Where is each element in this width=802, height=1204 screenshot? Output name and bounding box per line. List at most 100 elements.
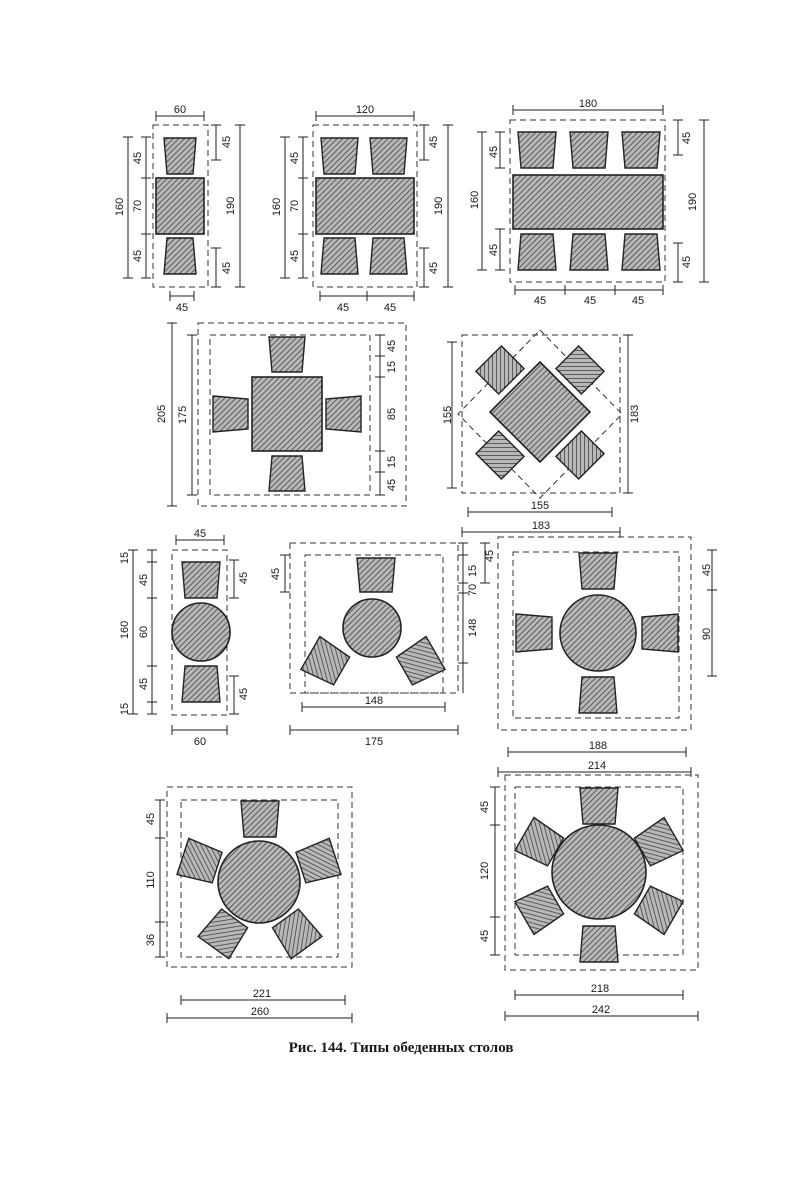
dim-label: 190 [687, 193, 699, 211]
layout-rect-4: 120 45 70 45 160 45 45 45 190 45 [271, 104, 453, 314]
table [252, 377, 322, 451]
layout-square-4: 205 175 45 15 85 15 45 [156, 323, 406, 506]
dim-label: 120 [356, 104, 374, 116]
dim-label: 45 [384, 302, 396, 314]
dim-label: 90 [701, 628, 713, 640]
dim-label: 242 [592, 1004, 610, 1016]
dim-label: 183 [629, 405, 641, 423]
dim-label: 45 [337, 302, 349, 314]
dim-label: 45 [145, 813, 157, 825]
layout-rect-6: 180 45 45 160 190 45 45 45 45 45 [469, 98, 709, 307]
dim-label: 175 [177, 406, 189, 424]
dim-label: 15 [386, 456, 398, 468]
dim-label: 45 [138, 678, 150, 690]
chair [570, 132, 608, 168]
dim-label: 45 [221, 262, 233, 274]
chair [301, 637, 351, 688]
chair [642, 614, 678, 652]
chair [295, 838, 341, 885]
dim-label: 45 [289, 152, 301, 164]
dim-label: 45 [132, 152, 144, 164]
figure-caption: Рис. 144. Типы обеденных столов [0, 1040, 802, 1057]
chair [370, 238, 407, 274]
dim-label: 15 [119, 552, 131, 564]
layout-round-5: 45 110 36 221 260 [145, 787, 352, 1023]
layout-round-4: 45 90 188 214 [498, 537, 717, 777]
dim-label: 45 [238, 688, 250, 700]
dim-label: 45 [428, 262, 440, 274]
dim-label: 190 [433, 197, 445, 215]
dim-label: 45 [479, 930, 491, 942]
dim-label: 45 [488, 146, 500, 158]
dim-label: 221 [253, 988, 271, 1000]
layout-round-6: 45 120 45 218 242 [479, 775, 698, 1021]
dim-label: 45 [386, 479, 398, 491]
table [552, 825, 646, 919]
chair [518, 132, 556, 168]
dim-label: 45 [428, 136, 440, 148]
chair [395, 637, 445, 688]
dim-label: 45 [484, 550, 496, 562]
dim-label: 160 [469, 191, 481, 209]
dim-label: 15 [467, 565, 479, 577]
chair [164, 238, 196, 274]
table [218, 841, 300, 923]
dim-label: 60 [174, 104, 186, 116]
dim-label: 45 [270, 568, 282, 580]
chair [321, 238, 358, 274]
layout-round-2: 45 15 45 160 60 45 15 45 45 60 [119, 528, 250, 748]
chair [622, 234, 660, 270]
chair [182, 666, 220, 702]
dim-label: 45 [681, 132, 693, 144]
dim-label: 45 [701, 564, 713, 576]
chair [177, 838, 223, 885]
dim-label: 175 [365, 736, 383, 748]
table [513, 175, 663, 229]
dim-label: 110 [145, 871, 157, 889]
chair [579, 677, 617, 713]
table [343, 599, 401, 657]
dim-label: 60 [138, 626, 150, 638]
dim-label: 70 [132, 200, 144, 212]
chair [164, 138, 196, 174]
dim-label: 45 [176, 302, 188, 314]
dim-label: 45 [584, 295, 596, 307]
dim-label: 148 [365, 695, 383, 707]
dim-label: 15 [119, 703, 131, 715]
dim-label: 45 [479, 801, 491, 813]
dim-label: 160 [119, 621, 131, 639]
dim-label: 15 [386, 361, 398, 373]
dim-label: 218 [591, 983, 609, 995]
dim-label: 205 [156, 405, 168, 423]
dim-label: 70 [289, 200, 301, 212]
dim-label: 85 [386, 408, 398, 420]
dim-label: 60 [194, 736, 206, 748]
dim-label: 45 [138, 574, 150, 586]
chair [370, 138, 407, 174]
dim-label: 160 [271, 198, 283, 216]
dim-label: 45 [221, 136, 233, 148]
chair [580, 926, 618, 962]
dim-label: 45 [289, 250, 301, 262]
chair [269, 337, 305, 372]
chair [326, 396, 361, 432]
dim-label: 155 [531, 500, 549, 512]
chair [213, 396, 248, 432]
table [156, 178, 204, 234]
chair [516, 614, 552, 652]
dim-label: 188 [589, 740, 607, 752]
dim-label: 148 [467, 619, 479, 637]
dim-label: 45 [632, 295, 644, 307]
table [560, 595, 636, 671]
dim-label: 45 [534, 295, 546, 307]
dim-label: 190 [225, 197, 237, 215]
chair [182, 562, 220, 598]
dim-label: 180 [579, 98, 597, 110]
layout-rect-2: 60 45 70 45 160 45 45 190 45 [114, 104, 245, 314]
dim-label: 260 [251, 1006, 269, 1018]
dim-label: 45 [132, 250, 144, 262]
table [172, 603, 230, 661]
chair [570, 234, 608, 270]
dim-label: 214 [588, 760, 606, 772]
chair [241, 801, 279, 837]
